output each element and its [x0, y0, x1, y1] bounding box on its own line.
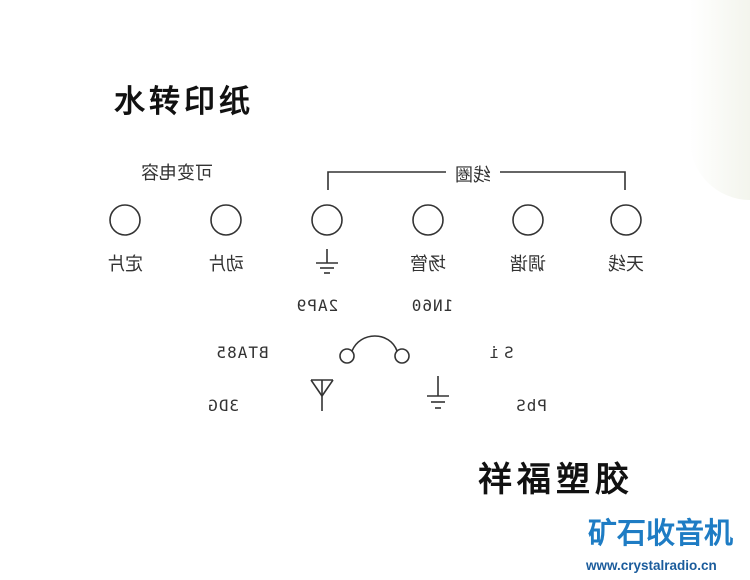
component-label-2: 1N60 [411, 296, 454, 315]
terminal-label-6: 天线 [608, 250, 644, 276]
terminal-label-1: 定片 [107, 250, 143, 276]
decorative-edge-shade [690, 0, 750, 200]
component-label-2-text: 1N60 [410, 296, 454, 315]
terminal-label-5: 调谐 [510, 250, 546, 276]
component-label-3: BTA85 [215, 343, 268, 362]
terminal-circle-5 [512, 204, 544, 236]
terminal-label-4-text: 场管 [410, 254, 446, 275]
component-label-1-text: 2AP9 [295, 296, 339, 315]
component-label-4-text: Si [484, 343, 514, 362]
terminal-label-2: 动片 [208, 250, 244, 276]
ground-icon [427, 376, 449, 409]
terminal-label-2-text: 动片 [208, 254, 244, 275]
terminal-label-4: 场管 [410, 250, 446, 276]
component-label-1: 2AP9 [296, 296, 339, 315]
coil-group-label: 线圈 [451, 161, 495, 187]
component-label-6: PbS [515, 396, 547, 415]
maker-name: 祥福塑胶 [478, 460, 634, 500]
terminal-circle-4 [412, 204, 444, 236]
ground-icon [316, 249, 338, 274]
coil-bracket [327, 171, 626, 190]
terminal-label-6-text: 天线 [608, 254, 644, 275]
capacitor-group-label: 可变电容 [141, 159, 213, 185]
terminal-circle-2 [210, 204, 242, 236]
cat-whisker-icon [339, 335, 410, 364]
antenna-icon [310, 379, 334, 411]
component-label-3-text: BTA85 [215, 343, 269, 362]
brand-url[interactable]: www.crystalradio.cn [586, 558, 717, 573]
capacitor-group-text: 可变电容 [141, 163, 213, 184]
terminal-circle-3 [311, 204, 343, 236]
sheet-title: 水转印纸 [114, 84, 254, 120]
component-label-5-text: 3DG [207, 396, 239, 415]
component-label-6-text: PbS [515, 396, 547, 415]
terminal-label-5-text: 调谐 [510, 254, 546, 275]
terminal-circle-6 [610, 204, 642, 236]
terminal-label-1-text: 定片 [107, 254, 143, 275]
terminal-circle-1 [109, 204, 141, 236]
component-label-5: 3DG [207, 396, 239, 415]
component-label-4: Si [484, 343, 513, 362]
coil-group-text: 线圈 [455, 165, 491, 186]
brand-logo-text: 矿石收音机 [588, 516, 734, 550]
